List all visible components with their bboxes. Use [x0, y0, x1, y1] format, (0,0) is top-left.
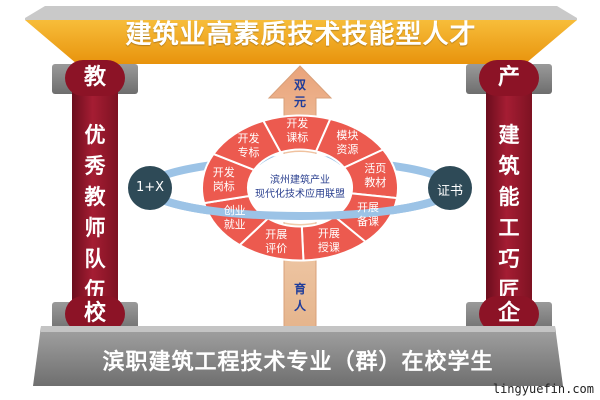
pillar-char: 巧 — [498, 247, 520, 271]
hub-ellipse — [248, 152, 352, 224]
hub-label-line2: 现代化技术应用联盟 — [255, 189, 345, 200]
segment-label: 开展评价 — [254, 228, 298, 256]
pillar-char: 队 — [84, 247, 106, 271]
segment-label-line2: 岗标 — [212, 180, 235, 194]
segment-label: 创业就业 — [213, 204, 257, 232]
banner-shape — [25, 6, 577, 64]
segment-label-line1: 开发 — [237, 131, 260, 145]
segment-label-line1: 模块 — [336, 129, 359, 143]
donut-segment — [211, 119, 282, 172]
pillar-shaft — [486, 92, 532, 328]
pillar-char: 工 — [498, 216, 520, 240]
arrow-char: 双 — [293, 78, 306, 92]
top-banner: 建筑业高素质技术技能型人才 — [25, 6, 577, 66]
arrow-label-top: 双 元 — [285, 76, 315, 110]
pillar-char: 筑 — [498, 154, 520, 178]
segment-label: 开展授课 — [307, 227, 351, 255]
segment-label-line1: 开发 — [212, 166, 235, 180]
pillar-top-label: 产 — [479, 60, 539, 96]
segment-label: 开展备课 — [346, 201, 390, 229]
pillar-char: 秀 — [84, 154, 106, 178]
segment-label-line2: 课标 — [286, 131, 309, 145]
banner-title: 建筑业高素质技术技能型人才 — [125, 20, 477, 50]
base-title: 滨职建筑工程技术专业（群）在校学生 — [102, 350, 494, 375]
segment-label-line2: 授课 — [317, 240, 340, 254]
segment-label: 活页教材 — [353, 162, 397, 190]
ring-tag-right-circle — [428, 166, 472, 210]
segment-label-line1: 开展 — [356, 200, 379, 214]
segment-label-line1: 活页 — [364, 162, 387, 176]
segment-label-line1: 创业 — [223, 204, 246, 218]
segment-label-line2: 评价 — [265, 242, 288, 256]
segment-label: 开发专标 — [226, 132, 270, 160]
arrow-label-bottom: 育 人 — [285, 280, 315, 314]
base-shape — [33, 326, 563, 386]
pillar-char: 能 — [498, 185, 520, 209]
pillar-char: 师 — [84, 216, 106, 240]
segment-label: 开发岗标 — [202, 166, 246, 194]
pillar-char: 教 — [84, 185, 106, 209]
segment-label-line2: 就业 — [223, 218, 246, 232]
segment-label-line2: 专标 — [237, 145, 260, 159]
ring-tag-right: 证书 — [436, 184, 463, 199]
segment-label: 开发课标 — [275, 117, 319, 145]
pillar-char: 建 — [498, 123, 520, 147]
watermark: lingyuefin.com — [492, 382, 594, 396]
ring-tag-left-circle — [128, 166, 172, 210]
pillar-shaft — [72, 92, 118, 328]
pillar-top-label: 教 — [65, 60, 125, 96]
segment-label: 模块资源 — [325, 129, 369, 157]
segment-label-line1: 开发 — [286, 117, 309, 131]
hub-label-line1: 滨州建筑产业 — [270, 175, 330, 186]
segment-label-line1: 开展 — [317, 226, 340, 240]
ring-tag-left: 1+X — [135, 180, 165, 195]
segment-label-line1: 开展 — [265, 228, 288, 242]
arrow-char: 育 — [293, 282, 306, 296]
base-platform: 滨职建筑工程技术专业（群）在校学生 — [33, 326, 563, 386]
segment-label-line2: 教材 — [364, 176, 387, 190]
pillar-char: 优 — [84, 123, 106, 147]
segment-label-line2: 备课 — [356, 214, 379, 228]
segment-label-line2: 资源 — [336, 143, 359, 157]
arrow-char: 人 — [293, 299, 306, 313]
arrow-char: 元 — [293, 95, 306, 109]
